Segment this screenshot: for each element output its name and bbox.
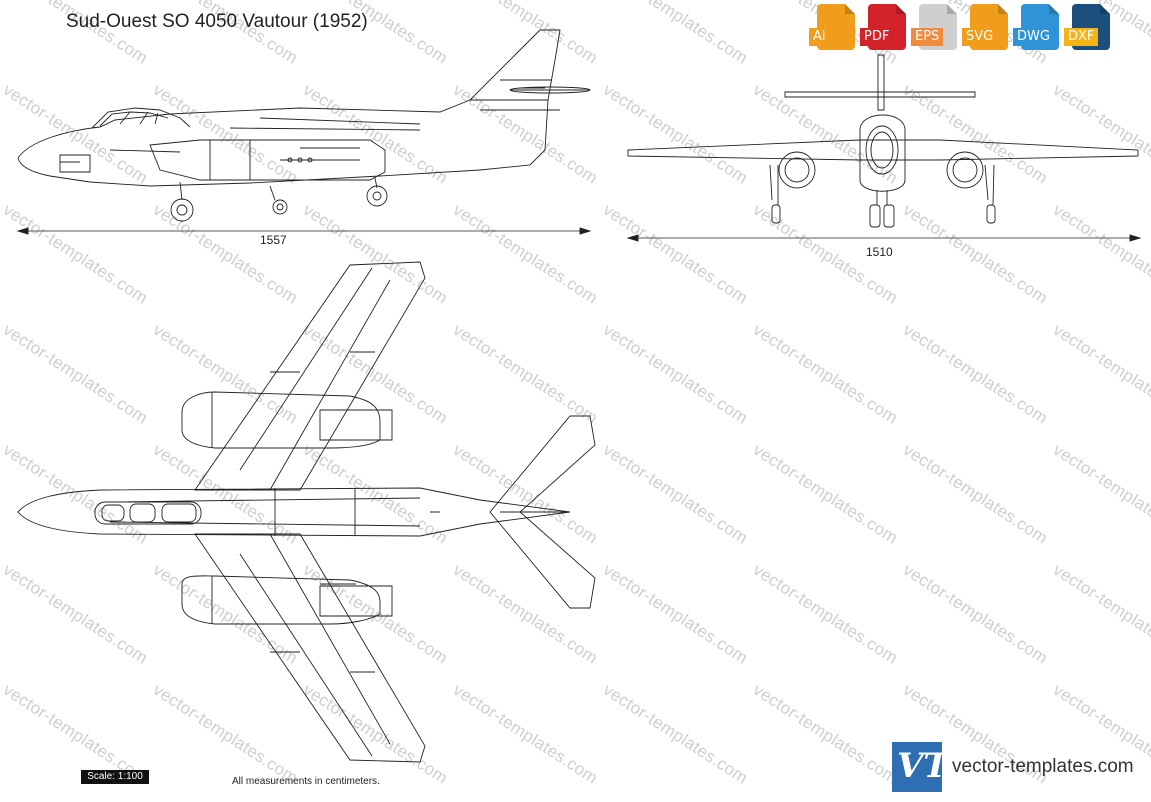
side-view (16, 29, 592, 235)
span-dimension: 1510 (866, 245, 893, 259)
brand-name: vector-templates.com (952, 756, 1134, 777)
ai-file-icon[interactable]: Ai (809, 4, 855, 52)
dxf-file-icon[interactable]: DXF (1064, 4, 1110, 52)
svg-file-icon[interactable]: SVG (962, 4, 1008, 52)
format-badges: Ai PDF EPS SVG DWG DXF (809, 4, 1110, 52)
measurement-note: All measurements in centimeters. (232, 776, 380, 787)
length-dimension: 1557 (260, 233, 287, 247)
brand-logo[interactable]: VT vector-templates.com (892, 742, 1134, 792)
eps-file-icon[interactable]: EPS (911, 4, 957, 52)
dwg-file-icon[interactable]: DWG (1013, 4, 1059, 52)
page-title: Sud-Ouest SO 4050 Vautour (1952) (66, 11, 368, 32)
top-view (17, 261, 596, 763)
scale-badge: Scale: 1:100 (81, 770, 149, 784)
pdf-file-icon[interactable]: PDF (860, 4, 906, 52)
vt-logo-icon: VT (892, 742, 949, 792)
front-view (626, 54, 1142, 242)
